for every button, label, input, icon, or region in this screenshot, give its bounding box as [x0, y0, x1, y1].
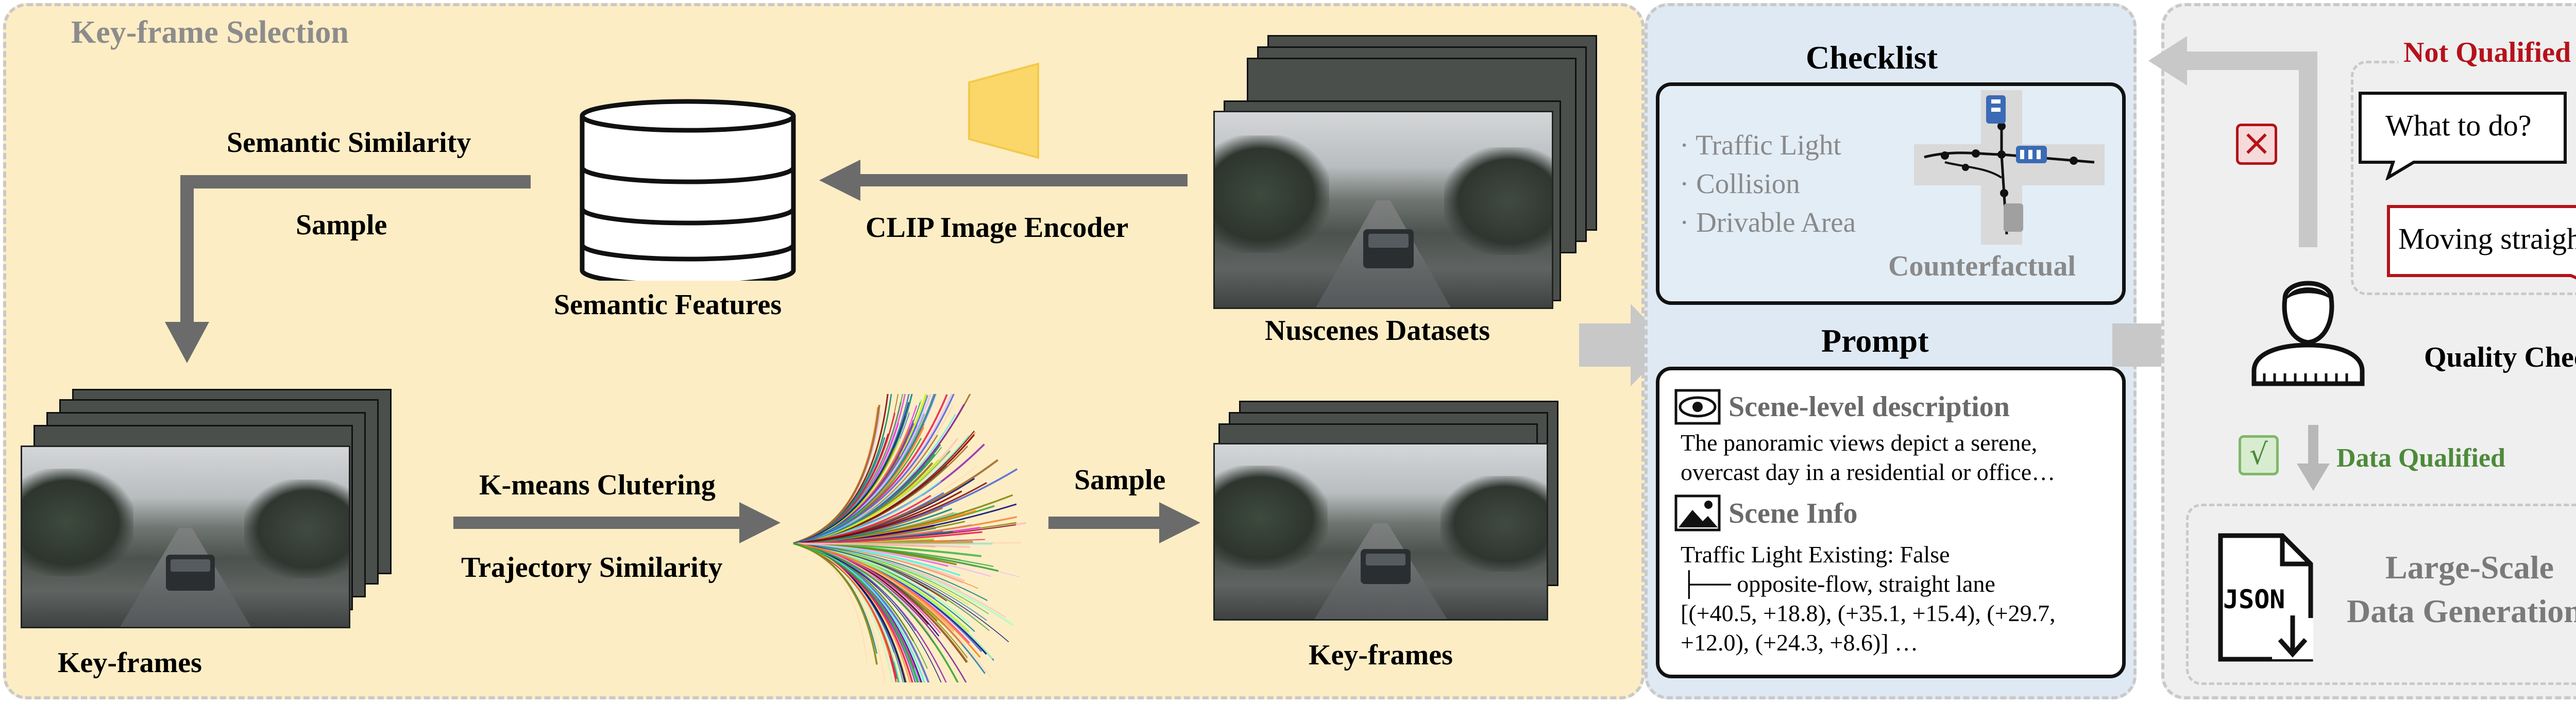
prompt-title: Prompt [1821, 322, 1929, 359]
json-label: JSON [2223, 585, 2285, 614]
scene-info-line-1: Traffic Light Existing: False [1681, 541, 1950, 568]
checklist-box [1656, 82, 2126, 305]
trajectory-line [793, 543, 1009, 642]
semantic-features-label: Semantic Features [554, 289, 782, 321]
trajectory-line [793, 405, 880, 544]
checklist-item-drivable-area: · Drivable Area [1680, 207, 1856, 238]
scene-level-title: Scene-level description [1728, 391, 2010, 423]
scene-level-line-2: overcast day in a residential or office… [1681, 459, 2056, 485]
sample-bottom-label: Sample [1074, 464, 1166, 496]
quality-check-label: Quality Check [2424, 341, 2576, 373]
nuscenes-front-image [1213, 111, 1553, 309]
arrow-feedback-loop [2148, 36, 2317, 247]
trajectory-line [793, 402, 909, 544]
arrow-encoder-to-features [819, 160, 1188, 201]
scene-info-line-4: +12.0), (+24.3, +8.6)] … [1681, 629, 1919, 656]
counterfactual-label: Counterfactual [1888, 250, 2076, 282]
arrow-features-to-keyframes [165, 175, 531, 363]
arrow-kmeans [453, 502, 781, 543]
answer-bubble [2387, 205, 2576, 280]
trajectory-similarity-label: Trajectory Similarity [461, 552, 723, 584]
keyframes-left-label: Key-frames [58, 647, 202, 679]
keyframes-left-front-image [21, 445, 350, 628]
arrow-data-qualified [2297, 425, 2330, 491]
question-bubble [2359, 92, 2567, 180]
scene-info-line-3: [(+40.5, +18.8), (+35.1, +15.4), (+29.7, [1681, 600, 2056, 626]
checklist-title: Checklist [1806, 39, 1938, 76]
keyframe-panel-title: Key-frame Selection [71, 15, 349, 50]
keyframes-right-label: Key-frames [1309, 639, 1453, 671]
trajectory-line [793, 542, 981, 658]
keyframes-right-front-image [1213, 443, 1548, 621]
trajectory-line [793, 542, 919, 682]
trajectory-line [793, 543, 988, 601]
scene-image-icon [1674, 494, 1721, 531]
database-icon [580, 99, 796, 281]
kmeans-label: K-means Clutering [479, 469, 716, 501]
checklist-item-collision: · Collision [1680, 168, 1800, 199]
checklist-item-traffic-light: · Traffic Light [1680, 129, 1841, 161]
scene-info-title: Scene Info [1728, 498, 1858, 529]
cross-mark-glyph: × [2241, 122, 2272, 164]
nuscenes-label: Nuscenes Datasets [1265, 315, 1490, 347]
clip-encoder-label: CLIP Image Encoder [866, 212, 1129, 244]
trajectory-line [793, 542, 878, 665]
trajectory-line [793, 465, 925, 544]
trajectory-line [793, 490, 962, 544]
answer-bubble-text: Moving straight. [2398, 222, 2576, 255]
not-qualified-label: Not Qualified [2398, 36, 2576, 69]
prompt-box [1656, 367, 2126, 678]
sample-top-label: Sample [296, 209, 387, 241]
cross-mark-icon: × [2236, 124, 2277, 165]
trajectory-line [793, 394, 936, 544]
trajectory-line [793, 542, 970, 548]
trajectory-line [793, 542, 959, 682]
reviewer-person-icon [2251, 281, 2365, 386]
scene-level-line-1: The panoramic views depict a serene, [1681, 430, 2038, 456]
arrow-sample [1048, 502, 1200, 543]
data-qualified-label: Data Qualified [2336, 443, 2505, 473]
intersection-map-graphic [1914, 90, 2105, 245]
large-scale-line-2: Data Generation [2347, 593, 2576, 629]
trajectory-cluster-graphic [793, 394, 1027, 682]
scene-info-line-2: ├── opposite-flow, straight lane [1681, 571, 1995, 597]
check-mark-icon: √ [2239, 435, 2279, 475]
large-scale-line-1: Large-Scale [2385, 549, 2554, 586]
semantic-similarity-label: Semantic Similarity [227, 127, 471, 159]
eye-icon [1674, 389, 1721, 425]
trajectory-line [793, 394, 955, 544]
json-file-icon [2218, 533, 2313, 662]
question-bubble-text: What to do? [2385, 109, 2532, 142]
large-scale-box [2186, 504, 2576, 685]
check-mark-glyph: √ [2249, 438, 2268, 471]
clip-encoder-icon [968, 62, 1039, 159]
trajectory-line [793, 542, 991, 577]
